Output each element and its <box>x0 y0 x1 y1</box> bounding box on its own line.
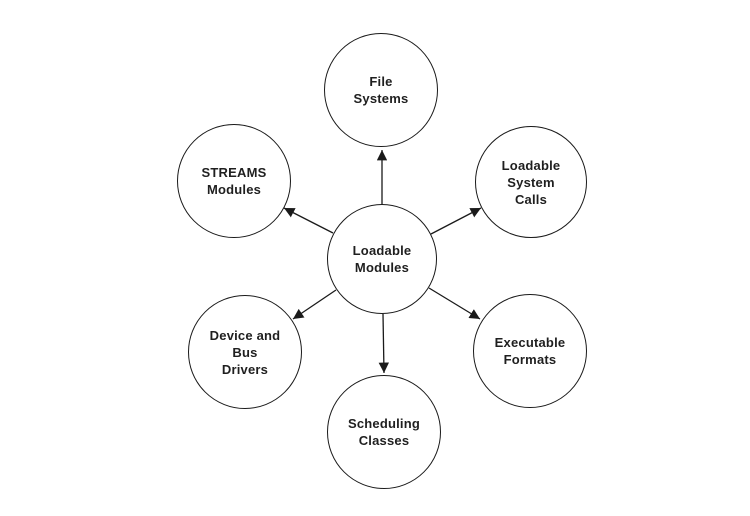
node-device-bus-drivers-label: Device and Bus Drivers <box>209 327 281 377</box>
node-file-systems-label: File Systems <box>353 74 409 106</box>
node-loadable-modules: Loadable Modules <box>327 204 437 314</box>
node-device-bus-drivers: Device and Bus Drivers <box>188 295 302 409</box>
node-loadable-system-calls: Loadable System Calls <box>475 126 587 238</box>
arrow-center-to-loadable-system-calls <box>430 207 482 235</box>
node-scheduling-classes-label: Scheduling Classes <box>347 416 421 448</box>
arrow-center-to-device-bus-drivers <box>292 289 337 320</box>
node-executable-formats: Executable Formats <box>473 294 587 408</box>
arrow-center-to-executable-formats <box>428 287 481 320</box>
node-executable-formats-label: Executable Formats <box>494 335 566 367</box>
arrow-center-to-streams-modules <box>283 207 334 234</box>
node-streams-modules-label: STREAMS Modules <box>201 165 267 197</box>
node-loadable-modules-label: Loadable Modules <box>352 243 412 275</box>
node-loadable-system-calls-label: Loadable System Calls <box>501 157 561 207</box>
node-file-systems: File Systems <box>324 33 438 147</box>
node-streams-modules: STREAMS Modules <box>177 124 291 238</box>
arrow-center-to-scheduling-classes <box>378 313 390 374</box>
node-scheduling-classes: Scheduling Classes <box>327 375 441 489</box>
